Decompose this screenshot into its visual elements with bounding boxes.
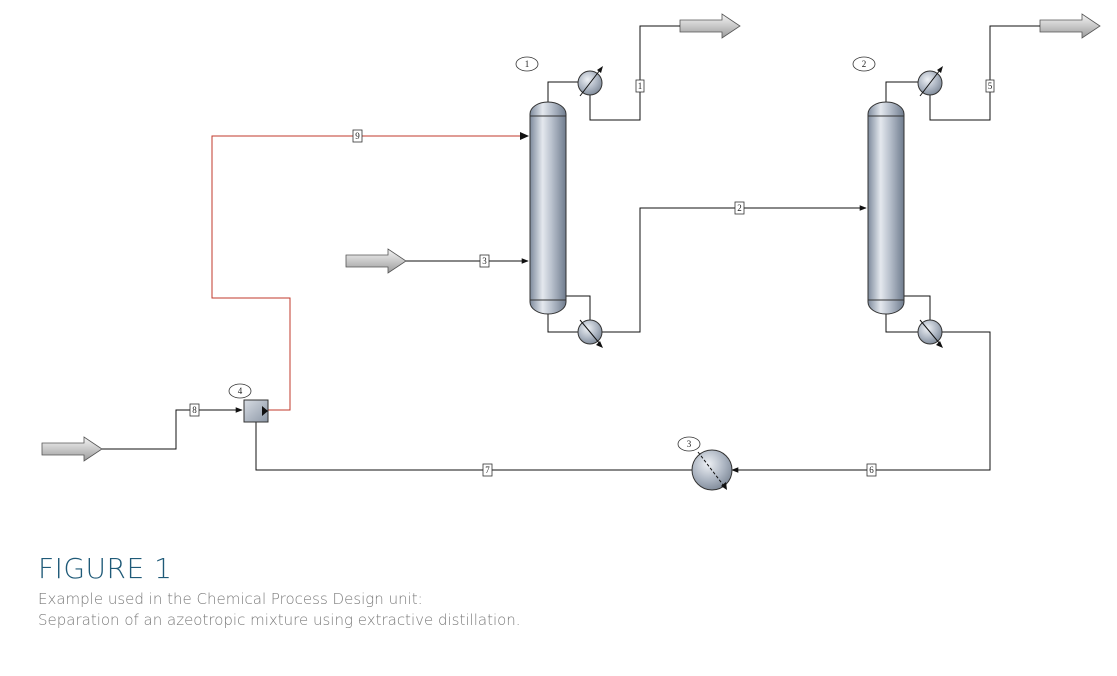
svg-text:2: 2 [737,203,742,213]
stream-label-2: 2 [734,201,745,215]
svg-text:1: 1 [638,81,643,91]
reboiler-2-icon [917,319,943,348]
svg-text:5: 5 [988,81,993,91]
svg-text:7: 7 [485,465,490,475]
reboiler2-return-line [904,295,931,320]
condenser2-reflux-line [929,25,1040,121]
mixer-4-icon [243,399,269,423]
feed-arrow-bottom [41,436,103,462]
stream-label-7: 7 [482,463,493,477]
column2-bottoms-line [885,312,918,333]
stream-label-6: 6 [866,463,877,477]
unit-label-3: 3 [677,436,701,452]
stream-label-8: 8 [189,403,200,417]
stream-2-line [602,205,867,333]
distillation-column-1 [529,101,567,315]
stream-label-1: 1 [635,79,645,93]
stream-6-line [731,331,991,473]
svg-text:1: 1 [525,59,530,69]
condenser-2-icon [917,66,943,97]
stream-label-9: 9 [352,129,363,143]
reboiler1-return-line [566,295,591,320]
distillation-column-2 [867,101,905,315]
svg-text:9: 9 [355,131,360,141]
unit-label-2: 2 [852,56,876,72]
figure-caption-line-1: Example used in the Chemical Process Des… [38,590,423,608]
svg-text:6: 6 [869,465,874,475]
column2-overhead-line [885,81,918,110]
stream-8-line [102,407,243,450]
svg-text:3: 3 [482,256,487,266]
condenser-1-icon [577,66,603,97]
unit-label-1: 1 [515,56,539,72]
condenser1-reflux-line [589,25,680,121]
reboiler-1-icon [577,319,603,348]
svg-text:8: 8 [192,405,197,415]
stream-label-3: 3 [479,254,490,268]
figure-caption-line-2: Separation of an azeotropic mixture usin… [38,611,521,629]
column1-bottoms-line [547,312,578,333]
svg-text:4: 4 [238,386,243,396]
unit-label-4: 4 [228,383,252,399]
column1-overhead-line [547,81,578,110]
stream-9-recycle-line [211,135,526,411]
product-arrow-top-1 [679,13,741,39]
svg-text:2: 2 [862,59,867,69]
stream-9-arrowhead [520,132,529,140]
stream-7-line [253,415,692,471]
feed-arrow-middle [345,248,407,274]
cooler-3-icon [691,449,733,491]
figure-title: FIGURE 1 [38,552,173,585]
stream-label-5: 5 [985,79,995,93]
svg-text:3: 3 [687,439,692,449]
product-arrow-top-2 [1039,13,1101,39]
